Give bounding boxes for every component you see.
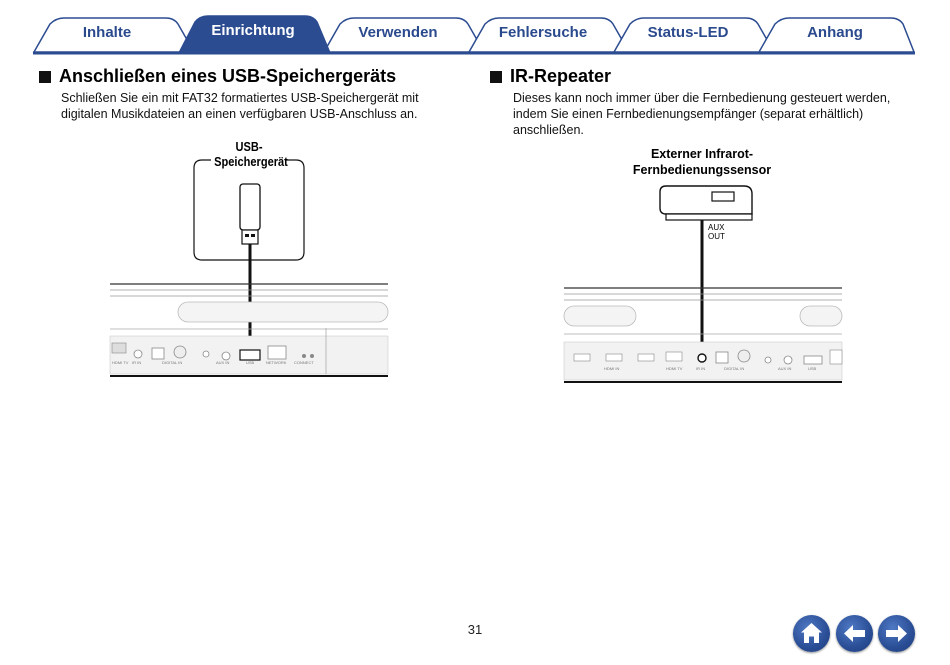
tab-shape-status-led[interactable] [612, 17, 776, 53]
tab-fehlersuche[interactable]: Fehlersuche [498, 24, 588, 41]
usb-connection-diagram [109, 159, 389, 377]
arrow-left-icon [844, 625, 865, 642]
tab-bar: Inhalte Einrichtung Verwenden Fehlersuch… [0, 0, 950, 56]
tab-shape-einrichtung[interactable] [177, 15, 332, 54]
tab-shape-inhalte[interactable] [32, 17, 196, 53]
tab-anhang[interactable]: Anhang [807, 24, 863, 41]
ir-port-labels: HDMI IN HDMI TV IR IN DIGITAL IN AUX IN … [604, 366, 817, 371]
home-button[interactable] [793, 615, 830, 652]
home-icon [801, 623, 822, 643]
usb-port-labels: HDMI TV IR IN DIGITAL IN AUX IN USB NETW… [112, 360, 314, 365]
usb-connection-figure: USB- Speichergerät HDMI TV IR IN DIGITAL… [108, 136, 393, 386]
tab-verwenden[interactable]: Verwenden [358, 24, 438, 41]
section-title-usb: Anschließen eines USB-Speichergeräts [39, 65, 396, 87]
tab-shapes [32, 15, 916, 55]
forward-button[interactable] [878, 615, 915, 652]
tab-shape-verwenden[interactable] [322, 17, 486, 53]
ir-connection-diagram [563, 185, 843, 383]
back-button[interactable] [836, 615, 873, 652]
section-body-ir: Dieses kann noch immer über die Fernbedi… [513, 91, 891, 137]
square-bullet-icon [490, 71, 502, 83]
tab-status-led[interactable]: Status-LED [647, 24, 729, 41]
tab-inhalte[interactable]: Inhalte [82, 24, 132, 41]
section-body-usb: Schließen Sie ein mit FAT32 formatiertes… [61, 91, 419, 121]
tab-shape-anhang[interactable] [757, 17, 916, 53]
aux-out-label: AUX OUT [708, 223, 725, 241]
tab-shape-fehlersuche[interactable] [467, 17, 631, 53]
arrow-right-icon [886, 625, 907, 642]
page-number: 31 [467, 622, 483, 637]
tab-einrichtung[interactable]: Einrichtung [211, 22, 295, 39]
usb-device-label: USB- Speichergerät [214, 139, 288, 169]
section-title-ir: IR-Repeater [490, 65, 611, 87]
square-bullet-icon [39, 71, 51, 83]
ir-sensor-label: Externer Infrarot- Fernbedienungssensor [632, 147, 772, 177]
ir-repeater-figure: Externer Infrarot- Fernbedienungssensor … [562, 142, 847, 387]
